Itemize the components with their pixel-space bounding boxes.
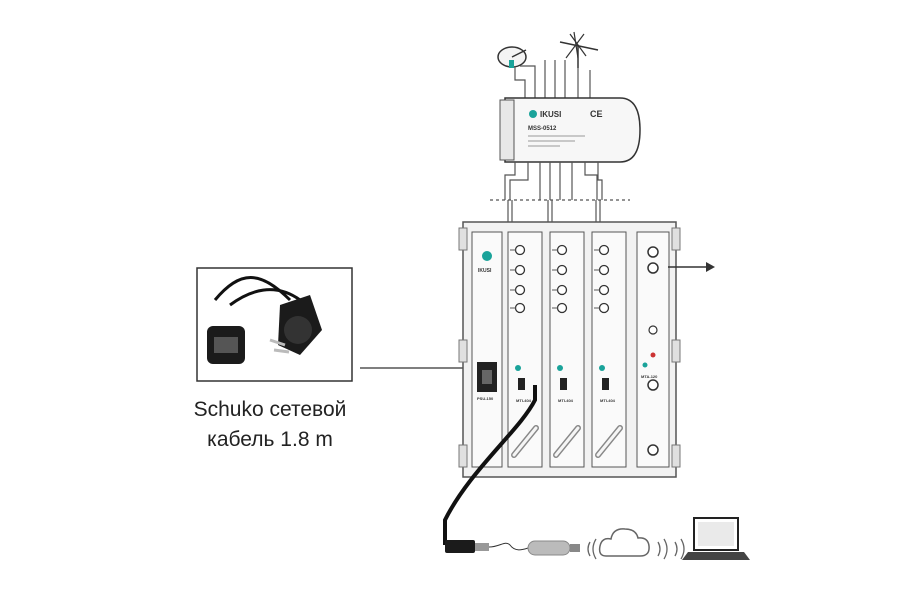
svg-text:IKUSI: IKUSI bbox=[478, 268, 492, 274]
cable-photo bbox=[196, 267, 353, 382]
usb-cord bbox=[488, 542, 529, 551]
rf-input-connector bbox=[598, 264, 610, 276]
rf-input-connector bbox=[514, 302, 526, 314]
laptop-icon bbox=[682, 517, 750, 560]
ikusi-logo-icon bbox=[599, 365, 605, 371]
wireless-signal-icon bbox=[587, 538, 685, 560]
svg-text:IKUSI: IKUSI bbox=[540, 110, 561, 119]
usb-cable bbox=[443, 385, 537, 545]
usb-port-icon bbox=[602, 378, 609, 390]
rf-input-connector bbox=[598, 244, 610, 256]
satellite-dish-icon bbox=[497, 46, 527, 68]
rf-input-connector bbox=[514, 244, 526, 256]
mti-module: MTI-404 bbox=[549, 231, 585, 468]
svg-text:MSS-0512: MSS-0512 bbox=[528, 126, 557, 132]
usb-dongle-icon bbox=[527, 540, 580, 556]
cable-caption-line1: Schuko сетевой bbox=[193, 398, 347, 421]
rf-input-connector bbox=[556, 302, 568, 314]
svg-text:PSU-150: PSU-150 bbox=[477, 396, 494, 401]
rf-input-connector bbox=[556, 264, 568, 276]
rf-input-connector bbox=[514, 264, 526, 276]
ikusi-logo-icon bbox=[482, 251, 492, 261]
svg-text:MTA-120: MTA-120 bbox=[641, 374, 658, 379]
usb-port-icon bbox=[560, 378, 567, 390]
cloud-icon bbox=[598, 528, 650, 557]
multiswitch: IKUSI CE MSS-0512 bbox=[499, 97, 641, 163]
module-label: MTI-404 bbox=[600, 398, 616, 403]
cable-caption-line2: кабель 1.8 m bbox=[207, 428, 333, 451]
usb-adapter-icon bbox=[445, 540, 489, 553]
output-cables bbox=[504, 162, 603, 200]
mti-module: MTI-404 bbox=[591, 231, 627, 468]
rf-input-connector bbox=[514, 284, 526, 296]
rf-input-connector bbox=[556, 284, 568, 296]
module-label: MTI-404 bbox=[516, 398, 532, 403]
psu-module: IKUSI PSU-150 bbox=[471, 231, 503, 468]
rf-input-connector bbox=[556, 244, 568, 256]
rf-input-connector bbox=[598, 284, 610, 296]
mta-module: MTA-120 bbox=[636, 231, 670, 468]
rf-input-connector bbox=[598, 302, 610, 314]
input-cables bbox=[514, 60, 591, 98]
ikusi-logo-icon bbox=[557, 365, 563, 371]
ikusi-logo-icon bbox=[515, 365, 521, 371]
usb-port-icon bbox=[518, 378, 525, 390]
module-label: MTI-404 bbox=[558, 398, 574, 403]
output-arrow-icon bbox=[668, 262, 715, 272]
svg-text:CE: CE bbox=[590, 109, 603, 119]
terrestrial-antenna-icon bbox=[559, 31, 599, 68]
